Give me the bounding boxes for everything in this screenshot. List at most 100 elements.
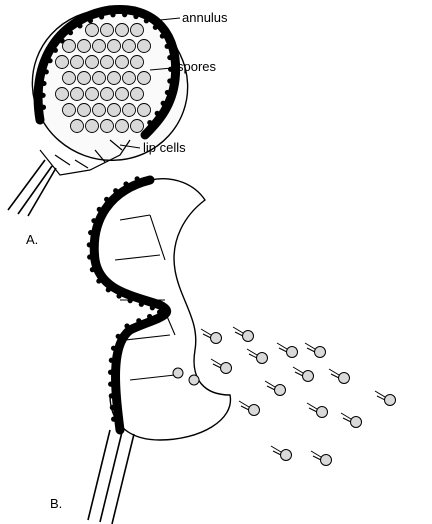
motion-streak xyxy=(210,358,222,369)
spore xyxy=(256,352,268,364)
motion-streak xyxy=(246,348,258,359)
spore xyxy=(62,71,76,85)
spore xyxy=(92,71,106,85)
spore xyxy=(107,71,121,85)
annulus-cell xyxy=(154,110,160,116)
annulus-cell xyxy=(77,23,83,29)
spore xyxy=(316,406,328,418)
spore xyxy=(77,39,91,53)
motion-streak xyxy=(232,326,244,337)
annulus-cell xyxy=(127,298,133,304)
spore xyxy=(314,346,326,358)
spore xyxy=(384,394,396,406)
annulus-cell xyxy=(116,293,122,299)
spore xyxy=(100,87,114,101)
spore-b-inside xyxy=(188,374,200,386)
annulus-cell xyxy=(41,80,47,87)
motion-streak xyxy=(306,402,318,413)
annulus-cell xyxy=(149,305,155,311)
stalk-b xyxy=(87,429,135,524)
motion-streak xyxy=(340,412,352,423)
spore xyxy=(242,330,254,342)
annulus-cell xyxy=(138,301,144,307)
sporangium-b xyxy=(86,175,232,524)
annulus-cell xyxy=(108,381,114,387)
spore xyxy=(62,103,76,117)
panel-label-a: A. xyxy=(26,232,39,247)
label-lip-cells: lip cells xyxy=(143,140,186,155)
annulus-cell xyxy=(147,120,153,126)
annulus-ticks-b xyxy=(86,176,164,422)
annulus-cell xyxy=(96,206,102,213)
spore xyxy=(55,55,69,69)
spore xyxy=(70,55,84,69)
spore xyxy=(220,362,232,374)
annulus-cell xyxy=(52,47,58,53)
lip-cells-a xyxy=(39,139,131,176)
spore xyxy=(77,71,91,85)
spore xyxy=(115,87,129,101)
spore xyxy=(350,416,362,428)
sporangium-a xyxy=(7,4,189,217)
spore xyxy=(107,103,121,117)
spore xyxy=(122,39,136,53)
annulus-cell xyxy=(134,176,140,182)
motion-streak xyxy=(292,366,304,377)
annulus-cell xyxy=(160,100,166,106)
spore xyxy=(137,39,151,53)
spore xyxy=(122,71,136,85)
annulus-cell xyxy=(96,278,102,284)
annulus-cell xyxy=(99,14,105,20)
annulus-cell xyxy=(104,196,110,202)
spore xyxy=(85,55,99,69)
spore xyxy=(92,39,106,53)
annulus-cell xyxy=(113,188,119,194)
annulus-cell xyxy=(111,416,117,422)
annulus-cell xyxy=(168,66,174,72)
spore xyxy=(280,449,292,461)
spore xyxy=(115,119,129,133)
annulus-cell xyxy=(88,230,94,236)
motion-streak xyxy=(270,445,282,456)
annulus-cell xyxy=(133,13,139,20)
spore xyxy=(85,87,99,101)
spore xyxy=(77,103,91,117)
annulus-cell xyxy=(87,254,93,260)
annulus-cell xyxy=(89,267,95,273)
spore xyxy=(137,71,151,85)
pointer-annulus xyxy=(159,17,181,21)
annulus-cell xyxy=(122,12,128,18)
spore xyxy=(115,55,129,69)
pointer-lip-cells xyxy=(119,144,141,149)
annulus-cell xyxy=(67,30,74,36)
annulus-cell xyxy=(43,69,49,75)
label-annulus: annulus xyxy=(182,10,228,25)
spore xyxy=(130,23,144,37)
spore xyxy=(85,119,99,133)
annulus-cell xyxy=(147,313,153,320)
spore xyxy=(130,87,144,101)
annulus-cell xyxy=(164,89,170,96)
spore xyxy=(338,372,350,384)
annulus-cell xyxy=(108,393,114,399)
annulus-b xyxy=(89,175,172,435)
spore xyxy=(130,119,144,133)
pointer-spores xyxy=(149,67,173,71)
annulus-cell xyxy=(91,218,97,224)
panel-label-b: B. xyxy=(50,496,63,511)
annulus-cell xyxy=(164,43,170,49)
spore xyxy=(115,23,129,37)
motion-streak xyxy=(328,368,340,379)
spore xyxy=(320,454,332,466)
annulus-cell xyxy=(107,369,114,375)
spore xyxy=(100,23,114,37)
annulus-cell xyxy=(105,287,111,293)
annulus-cell xyxy=(124,323,130,329)
annulus-cell xyxy=(47,58,53,64)
motion-streak xyxy=(304,342,316,353)
label-spores: spores xyxy=(177,59,217,74)
motion-streak xyxy=(310,450,322,461)
annulus-cell xyxy=(156,309,163,315)
spore xyxy=(92,103,106,117)
spore xyxy=(70,119,84,133)
